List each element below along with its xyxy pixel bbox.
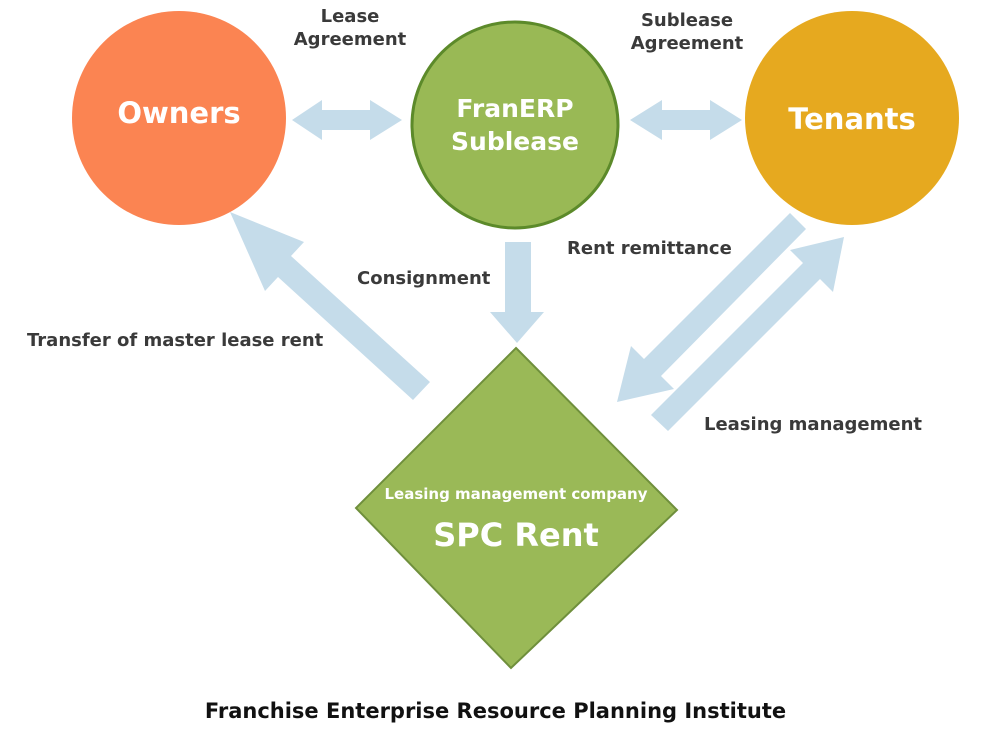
sublease-agreement-line2: Agreement [630,32,744,54]
spc-subtitle: Leasing management company [384,485,648,503]
tenants-node [745,11,959,225]
spc-title: SPC Rent [433,516,599,554]
consignment-arrow [490,242,544,343]
sublease-agreement-label: Sublease Agreement [617,10,757,55]
owners-franerp-double-arrow [292,100,402,140]
footer-caption: Franchise Enterprise Resource Planning I… [204,699,787,723]
lease-agreement-label: Lease Agreement [280,6,420,51]
tenants-label: Tenants [788,102,916,136]
rent-remittance-label: Rent remittance [567,238,732,259]
lease-agreement-line1: Lease [320,6,380,27]
owners-label: Owners [117,96,241,130]
lease-agreement-line2: Agreement [293,28,407,50]
sublease-agreement-line1: Sublease [640,10,734,31]
rent-remittance-arrow [617,213,806,402]
franerp-label: FranERP Sublease [435,93,595,158]
franerp-node [410,20,620,230]
consignment-label: Consignment [357,268,491,289]
transfer-master-lease-label: Transfer of master lease rent [27,330,324,351]
franerp-tenants-double-arrow [630,100,742,140]
franerp-label-line2: Sublease [451,126,579,156]
franerp-label-line1: FranERP [456,94,574,123]
leasing-management-label: Leasing management [704,414,923,435]
transfer-master-lease-arrow [230,212,430,400]
owners-node [72,11,286,225]
leasing-management-arrow [651,237,844,431]
spc-rent-node [354,346,679,670]
